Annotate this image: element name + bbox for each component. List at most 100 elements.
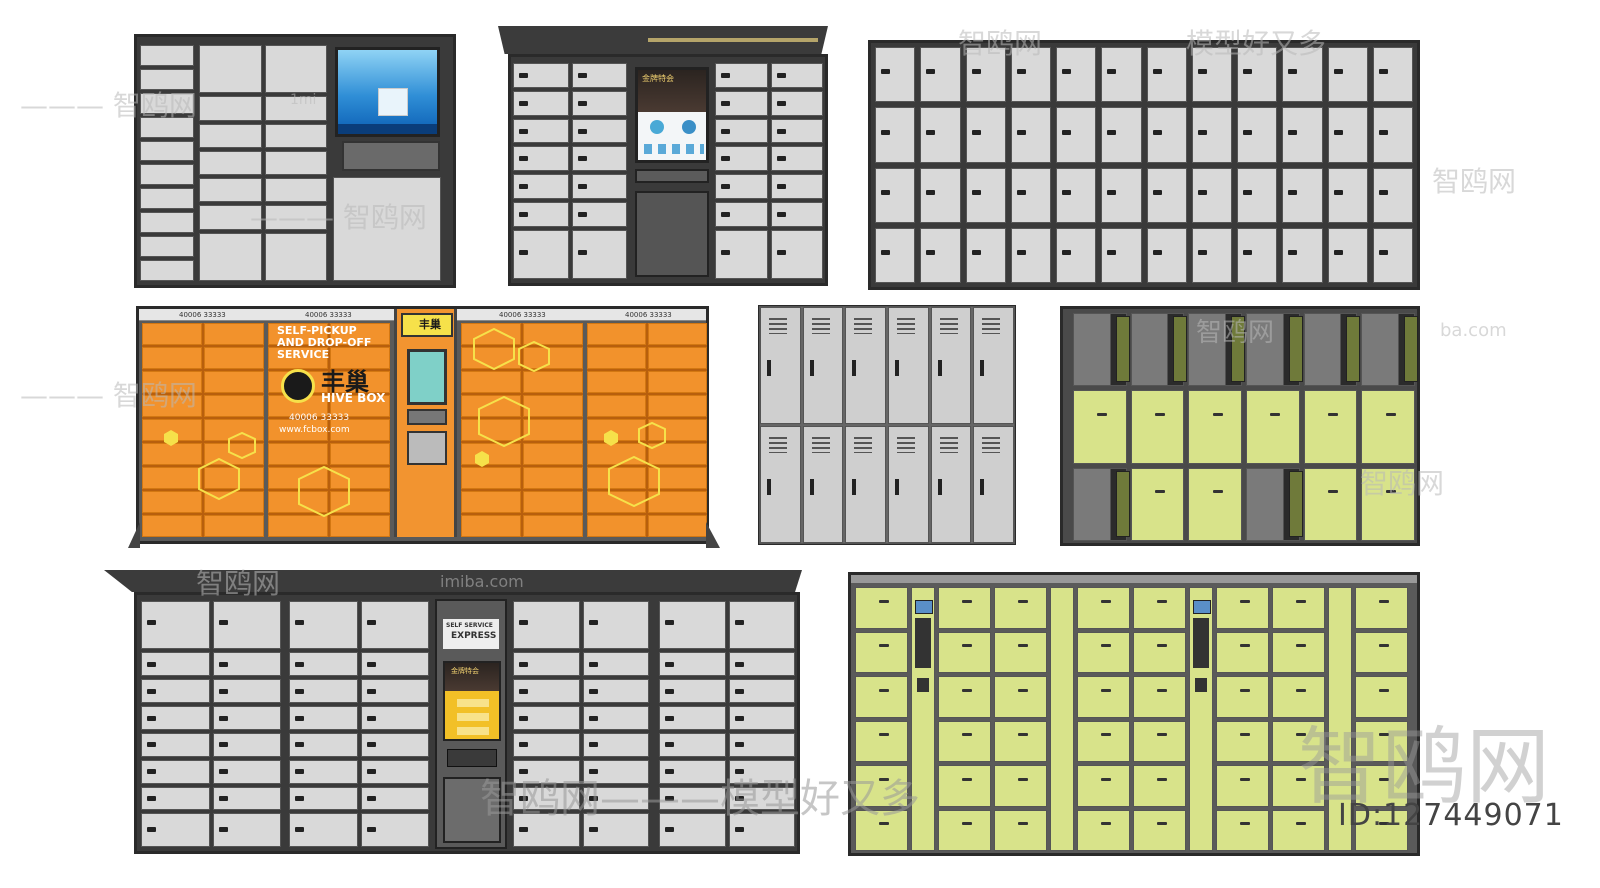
- locker-door[interactable]: [1355, 809, 1408, 851]
- locker-door[interactable]: [1077, 631, 1130, 673]
- locker-door[interactable]: [513, 174, 569, 199]
- locker-door[interactable]: [1191, 227, 1232, 283]
- locker-door[interactable]: [920, 47, 961, 103]
- hive-locker-door[interactable]: [142, 491, 202, 513]
- locker-door[interactable]: [728, 601, 795, 649]
- open-locker-compartment[interactable]: [1361, 313, 1418, 387]
- locker-door[interactable]: [994, 631, 1047, 673]
- tall-locker-door[interactable]: [930, 307, 972, 424]
- kiosk-keypad[interactable]: [447, 749, 497, 767]
- locker-door[interactable]: [1355, 587, 1408, 629]
- hive-locker-door[interactable]: [204, 323, 264, 345]
- locker-door[interactable]: [140, 260, 194, 281]
- hive-locker-door[interactable]: [523, 443, 583, 465]
- hive-locker-door[interactable]: [648, 467, 707, 489]
- locker-door[interactable]: [289, 732, 358, 757]
- hive-locker-door[interactable]: [330, 515, 390, 537]
- locker-door[interactable]: [571, 146, 627, 171]
- locker-door[interactable]: [1272, 765, 1325, 807]
- locker-door[interactable]: [1327, 587, 1353, 851]
- locker-door[interactable]: [582, 678, 649, 703]
- locker-door[interactable]: [1133, 631, 1186, 673]
- locker-door[interactable]: [1133, 720, 1186, 762]
- locker-door[interactable]: [1077, 587, 1130, 629]
- locker-door[interactable]: [140, 188, 194, 210]
- hive-locker-door[interactable]: [523, 371, 583, 393]
- open-locker-compartment[interactable]: [1188, 313, 1245, 387]
- locker-door[interactable]: [1237, 167, 1278, 223]
- locker-door[interactable]: [1282, 107, 1323, 163]
- hive-locker-door[interactable]: [142, 347, 202, 369]
- locker-door[interactable]: [1010, 227, 1051, 283]
- locker-door[interactable]: [264, 178, 327, 203]
- open-locker-compartment[interactable]: [1246, 313, 1303, 387]
- locker-door[interactable]: [1133, 587, 1186, 629]
- hive-locker-door[interactable]: [268, 419, 328, 441]
- locker-door[interactable]: [875, 47, 916, 103]
- locker-door[interactable]: [938, 676, 991, 718]
- handle-icon[interactable]: [852, 478, 857, 495]
- locker-1-touchscreen[interactable]: [335, 47, 440, 137]
- locker-door[interactable]: [659, 786, 726, 811]
- locker-door[interactable]: [855, 809, 908, 851]
- locker-door[interactable]: [659, 651, 726, 676]
- locker-door[interactable]: [1237, 107, 1278, 163]
- hive-locker-door[interactable]: [523, 419, 583, 441]
- locker-door[interactable]: [212, 732, 281, 757]
- locker-door[interactable]: [513, 813, 580, 847]
- locker-door[interactable]: [289, 678, 358, 703]
- handle-icon[interactable]: [809, 478, 814, 495]
- hive-locker-door[interactable]: [587, 347, 646, 369]
- locker-door[interactable]: [659, 813, 726, 847]
- hive-locker-door[interactable]: [330, 347, 390, 369]
- handle-icon[interactable]: [809, 359, 814, 376]
- app-icon[interactable]: [682, 120, 696, 134]
- locker-door[interactable]: [571, 201, 627, 227]
- locker-door[interactable]: [855, 631, 908, 673]
- locker-door[interactable]: [659, 678, 726, 703]
- locker-door[interactable]: [582, 813, 649, 847]
- hive-locker-door[interactable]: [648, 491, 707, 513]
- handle-icon[interactable]: [767, 359, 771, 376]
- locker-door[interactable]: [1355, 720, 1408, 762]
- locker-door[interactable]: [140, 212, 194, 234]
- locker-door[interactable]: [199, 123, 262, 148]
- locker-door[interactable]: [1237, 227, 1278, 283]
- locker-door[interactable]: [1272, 676, 1325, 718]
- locker-door[interactable]: [1010, 107, 1051, 163]
- locker-door[interactable]: [770, 174, 823, 199]
- open-locker-compartment[interactable]: [1073, 467, 1130, 541]
- locker-door[interactable]: [571, 174, 627, 199]
- keypad-screen[interactable]: [914, 600, 934, 614]
- locker-door[interactable]: [212, 759, 281, 784]
- open-door-panel[interactable]: [1115, 470, 1130, 537]
- hive-locker-door[interactable]: [142, 323, 202, 345]
- locker-door[interactable]: [715, 201, 768, 227]
- locker-door[interactable]: [994, 587, 1047, 629]
- locker-door[interactable]: [141, 732, 210, 757]
- hive-locker-door[interactable]: [461, 371, 521, 393]
- locker-door[interactable]: [141, 651, 210, 676]
- locker-door[interactable]: [199, 96, 262, 121]
- hive-locker-door[interactable]: [648, 347, 707, 369]
- locker-door[interactable]: [1101, 107, 1142, 163]
- hive-locker-door[interactable]: [330, 323, 390, 345]
- locker-door[interactable]: [1146, 167, 1187, 223]
- locker-door[interactable]: [212, 705, 281, 730]
- locker-door[interactable]: [199, 178, 262, 203]
- locker-door[interactable]: [1355, 631, 1408, 673]
- hive-locker-door[interactable]: [523, 491, 583, 513]
- handle-icon[interactable]: [895, 478, 899, 495]
- locker-door[interactable]: [1327, 227, 1368, 283]
- locker-door[interactable]: [994, 765, 1047, 807]
- locker-door[interactable]: [1216, 631, 1269, 673]
- locker-door[interactable]: [1303, 390, 1358, 464]
- locker-door[interactable]: [1133, 676, 1186, 718]
- locker-door[interactable]: [1372, 167, 1413, 223]
- hive-locker-door[interactable]: [330, 371, 390, 393]
- locker-door[interactable]: [875, 167, 916, 223]
- locker-door[interactable]: [212, 786, 281, 811]
- locker-door[interactable]: [1282, 167, 1323, 223]
- locker-door[interactable]: [1146, 47, 1187, 103]
- locker-door[interactable]: [141, 759, 210, 784]
